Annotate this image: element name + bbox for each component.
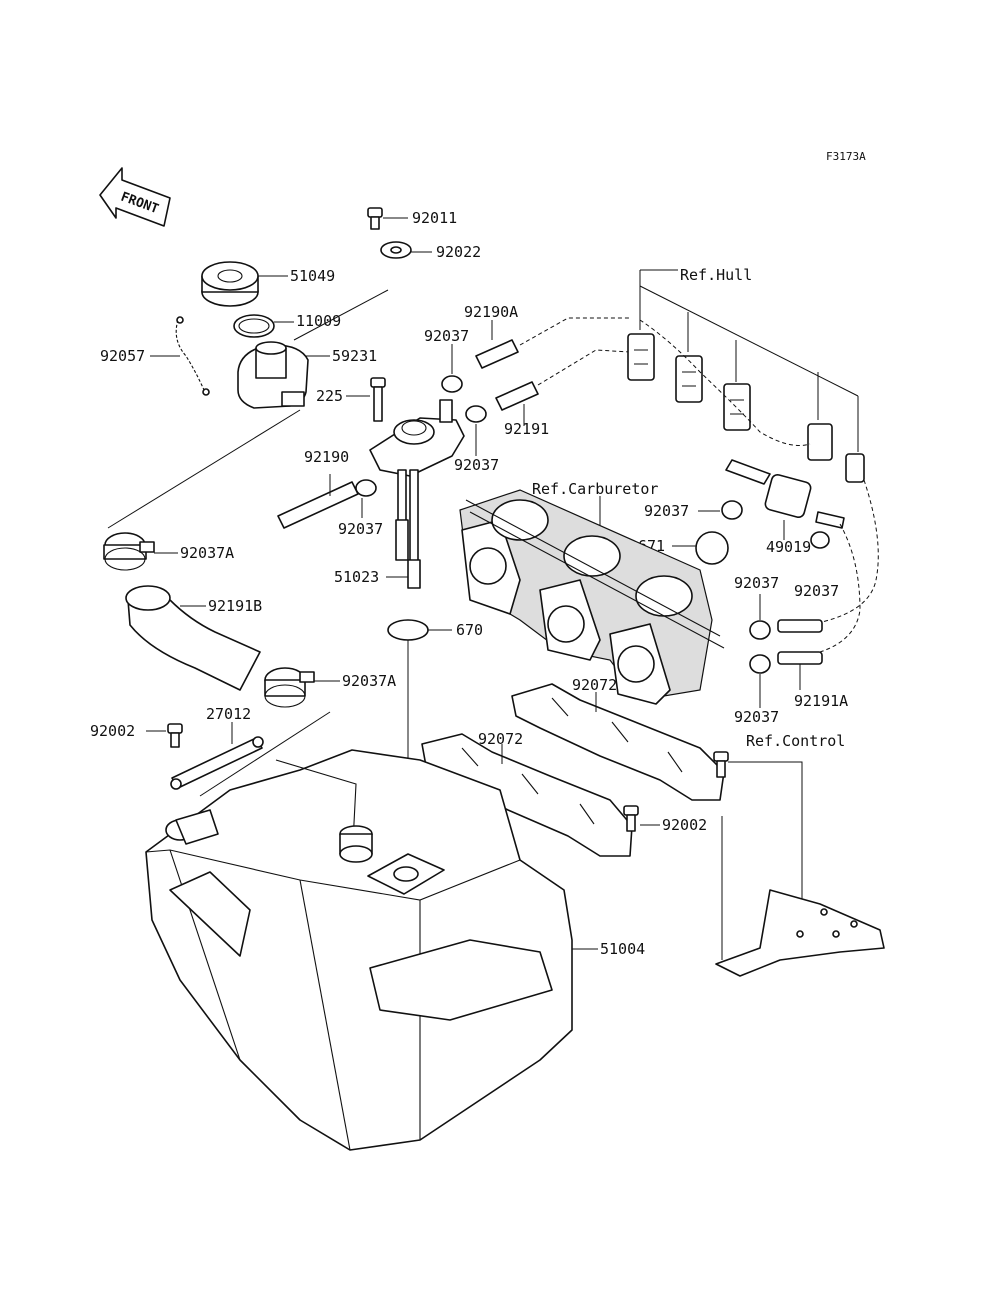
label-27012: 27012 [206, 705, 251, 723]
bolt-92002-right [713, 751, 729, 778]
label-92072-lower: 92072 [478, 730, 523, 748]
label-59231: 59231 [332, 347, 377, 365]
label-92002-middle: 92002 [662, 816, 707, 834]
label-92037-upper: 92037 [424, 327, 469, 345]
clip-92037-upper [441, 375, 463, 393]
label-49019: 49019 [766, 538, 811, 556]
label-92072-upper: 92072 [572, 676, 617, 694]
label-92037-right-b: 92037 [794, 582, 839, 600]
strap-27012 [170, 736, 264, 790]
bolt-225 [370, 377, 386, 422]
label-92191: 92191 [504, 420, 549, 438]
bracket-92072-upper [511, 683, 725, 801]
label-92037A-upper: 92037A [180, 544, 234, 562]
label-92002-left: 92002 [90, 722, 135, 740]
hose-clamp-92037A-lower [264, 667, 315, 708]
label-11009: 11009 [296, 312, 341, 330]
label-92022: 92022 [436, 243, 481, 261]
gasket-11009 [233, 314, 275, 338]
filler-cap-51049 [201, 261, 259, 307]
hose-92190A [475, 339, 519, 369]
clip-92037-right-upper [749, 620, 771, 640]
label-92191B: 92191B [208, 597, 262, 615]
filler-neck-59231 [237, 341, 309, 409]
figure-code: F3173A [826, 150, 866, 163]
label-92037-right-a: 92037 [734, 574, 779, 592]
label-225: 225 [316, 387, 343, 405]
hull-clip-5 [845, 453, 865, 483]
label-92037-middle: 92037 [454, 456, 499, 474]
label-92057: 92057 [100, 347, 145, 365]
label-92190: 92190 [304, 448, 349, 466]
label-92037-right-lower: 92037 [734, 708, 779, 726]
hose-92191 [495, 381, 539, 411]
hose-clamp-92037A-upper [103, 532, 155, 571]
bolt-92002-left [167, 723, 183, 748]
hull-clip-4 [807, 423, 833, 461]
label-51049: 51049 [290, 267, 335, 285]
clip-92037-filter [810, 531, 830, 549]
hose-right-upper [777, 619, 823, 633]
fuel-filter-49019 [725, 459, 845, 529]
hose-92190 [277, 481, 359, 529]
clip-92037-carb [721, 500, 743, 520]
label-92037-carb: 92037 [644, 502, 689, 520]
label-670: 670 [456, 621, 483, 639]
clip-92037-valve [355, 479, 377, 497]
clip-92037-right-lower [749, 654, 771, 674]
bolt-92011 [367, 207, 383, 230]
clip-92037-middle [465, 405, 487, 423]
ref-hull: Ref.Hull [680, 266, 752, 284]
label-51004: 51004 [600, 940, 645, 958]
control-mounting-plate [715, 889, 885, 977]
ref-carburetor: Ref.Carburetor [532, 480, 658, 498]
hose-92191B [125, 585, 261, 691]
fuel-valve-51023 [369, 399, 465, 589]
ref-control: Ref.Control [746, 732, 845, 750]
hull-clip-3 [723, 383, 751, 431]
label-92191A: 92191A [794, 692, 848, 710]
hull-clip-1 [627, 333, 655, 381]
hull-clip-2 [675, 355, 703, 403]
washer-92022 [380, 241, 412, 259]
hose-92191A [777, 651, 823, 665]
label-92037A-lower: 92037A [342, 672, 396, 690]
cord-92057 [175, 316, 210, 396]
fuel-tank-51004 [145, 749, 573, 1151]
label-92011: 92011 [412, 209, 457, 227]
o-ring-671 [695, 531, 729, 565]
label-51023: 51023 [334, 568, 379, 586]
front-arrow-icon: FRONT [99, 167, 171, 227]
carburetor-assembly [459, 489, 725, 705]
label-92190A: 92190A [464, 303, 518, 321]
bolt-92002-middle [623, 805, 639, 832]
o-ring-670 [387, 619, 429, 641]
label-92037-valve: 92037 [338, 520, 383, 538]
